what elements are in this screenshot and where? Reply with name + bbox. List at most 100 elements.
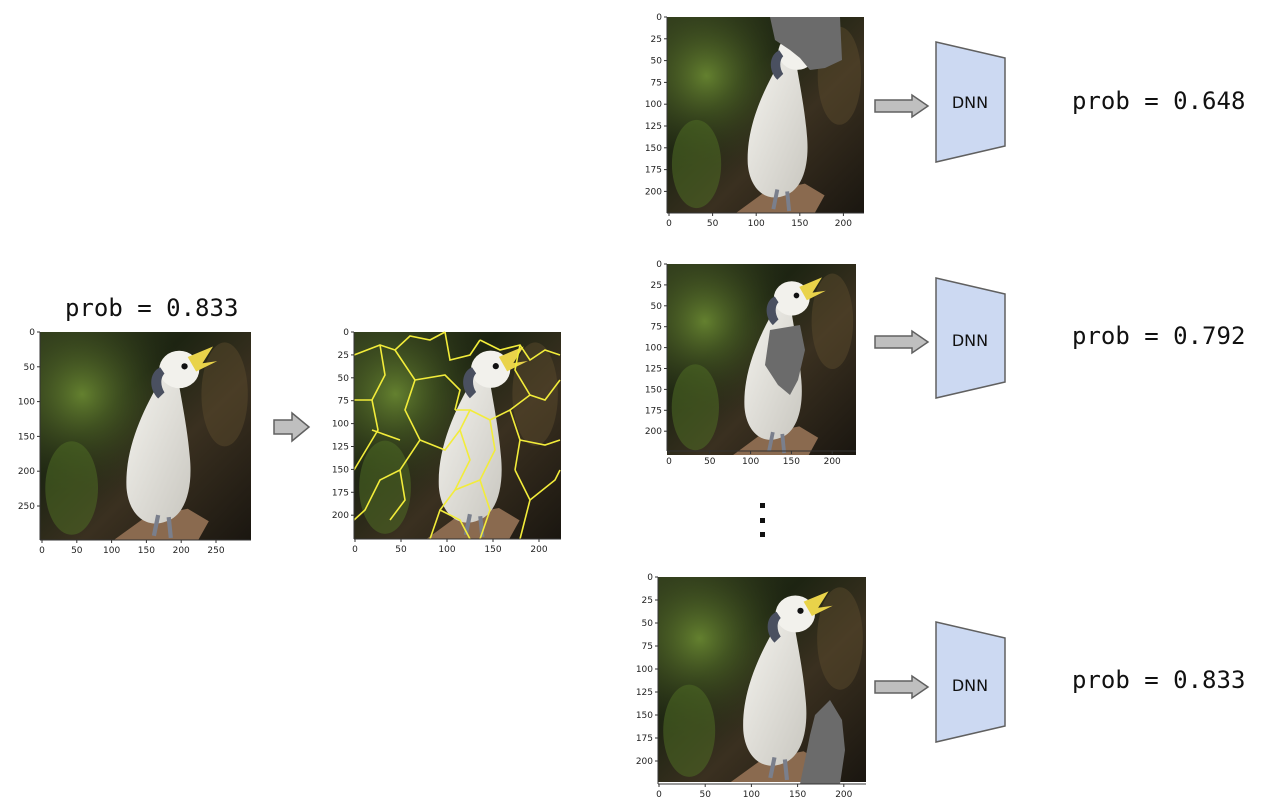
perturbed-3-x-tick-50: 50 (699, 790, 711, 800)
perturbed-2-x-tick-150: 150 (783, 457, 800, 467)
perturbed-3-x-tick-labels: 0 50 100 150 200 (656, 784, 853, 800)
masked-superpixel-1 (770, 17, 842, 70)
dnn-label-3: DNN (952, 676, 988, 695)
prob-label-1: prob = 0.648 (1072, 87, 1245, 115)
perturbed-1-y-tick-0: 0 (656, 13, 662, 23)
prob-label-2: prob = 0.792 (1072, 322, 1245, 350)
perturbed-2-x-tick-0: 0 (666, 457, 672, 467)
original-x-tick-50: 50 (71, 546, 83, 556)
perturbed-3-y-tick-100: 100 (636, 665, 653, 675)
original-axes: 0 50 100 150 200 250 0 50 100 150 200 250 (18, 328, 251, 556)
dnn-label-2: DNN (952, 331, 988, 350)
perturbed-1-y-tick-175: 175 (645, 166, 662, 176)
original-y-tick-50: 50 (24, 363, 36, 373)
original-y-tick-0: 0 (29, 328, 35, 338)
dnn-label-1: DNN (952, 93, 988, 112)
prob-label-3: prob = 0.833 (1072, 666, 1245, 694)
perturbed-3-y-tick-150: 150 (636, 711, 653, 721)
perturbed-1-y-tick-25: 25 (651, 35, 662, 45)
vertical-ellipsis (760, 503, 765, 537)
perturbed-3-y-tick-125: 125 (636, 688, 653, 698)
masked-superpixel-2 (765, 325, 805, 395)
perturbed-1-y-tick-100: 100 (645, 100, 662, 110)
perturbed-1-x-tick-100: 100 (748, 219, 765, 229)
perturbed-3-y-tick-75: 75 (642, 642, 653, 652)
segmented-y-tick-25: 25 (338, 351, 349, 361)
perturbed-1-y-tick-200: 200 (645, 187, 662, 197)
perturbed-3-y-tick-labels: 0 25 50 75 100 125 150 175 200 (636, 573, 658, 767)
original-x-tick-150: 150 (138, 546, 155, 556)
perturbed-3-y-tick-25: 25 (642, 596, 653, 606)
dnn-model-1: DNN (935, 41, 1006, 163)
perturbed-2-y-tick-200: 200 (645, 427, 662, 437)
segmented-y-tick-175: 175 (332, 488, 349, 498)
perturbed-3-x-tick-200: 200 (835, 790, 852, 800)
segmented-y-tick-125: 125 (332, 443, 349, 453)
perturbed-2-y-tick-150: 150 (645, 385, 662, 395)
dnn-model-3: DNN (935, 621, 1006, 743)
perturbed-1-x-tick-50: 50 (707, 219, 719, 229)
perturbed-3-x-tick-100: 100 (743, 790, 760, 800)
perturbed-3-y-tick-175: 175 (636, 734, 653, 744)
segmented-y-tick-50: 50 (338, 374, 350, 384)
original-prob-label: prob = 0.833 (65, 294, 238, 322)
original-panel: prob = 0.833 0 50 100 150 200 250 0 50 100 150 20… (18, 294, 251, 556)
original-x-tick-200: 200 (173, 546, 190, 556)
perturbed-2-x-tick-50: 50 (704, 457, 716, 467)
perturbed-1-y-tick-75: 75 (651, 78, 662, 88)
perturbed-2-x-tick-100: 100 (742, 457, 759, 467)
segmented-x-tick-200: 200 (530, 545, 547, 555)
perturbed-axes-3: 0 25 50 75 100 125 150 175 200 0 50 100 150 200 (636, 573, 866, 800)
segmented-x-tick-0: 0 (352, 545, 358, 555)
perturbed-3-y-tick-50: 50 (642, 619, 654, 629)
segmented-y-tick-0: 0 (343, 328, 349, 338)
perturbed-3-x-tick-0: 0 (656, 790, 662, 800)
arrow-to-dnn-3 (874, 674, 930, 700)
perturbed-1-x-tick-0: 0 (666, 219, 672, 229)
perturbed-2-y-tick-175: 175 (645, 406, 662, 416)
original-x-tick-0: 0 (39, 546, 45, 556)
perturbed-1-x-tick-150: 150 (791, 219, 808, 229)
original-image (40, 332, 251, 540)
original-y-tick-250: 250 (18, 502, 35, 512)
segmented-y-tick-150: 150 (332, 465, 349, 475)
masked-superpixel-3 (800, 700, 845, 784)
perturbed-2-y-tick-75: 75 (651, 323, 662, 333)
perturbed-1-x-tick-labels: 0 50 100 150 200 (666, 213, 852, 229)
perturbed-image-2 (665, 262, 858, 457)
arrow-to-dnn-1 (874, 93, 930, 119)
arrow-to-dnn-2 (874, 329, 930, 355)
original-y-tick-200: 200 (18, 467, 35, 477)
segmented-x-tick-100: 100 (438, 545, 455, 555)
perturbed-1-y-tick-125: 125 (645, 122, 662, 132)
perturbed-3-y-tick-0: 0 (647, 573, 653, 583)
original-x-tick-250: 250 (207, 546, 224, 556)
perturbed-3-y-tick-200: 200 (636, 757, 653, 767)
perturbed-2-y-tick-125: 125 (645, 365, 662, 375)
arrow-to-segmentation (273, 411, 311, 443)
segmented-y-tick-200: 200 (332, 511, 349, 521)
original-x-tick-100: 100 (103, 546, 120, 556)
segmented-x-tick-150: 150 (484, 545, 501, 555)
original-y-tick-100: 100 (18, 398, 35, 408)
segmented-x-tick-50: 50 (395, 545, 407, 555)
dnn-model-2: DNN (935, 277, 1006, 399)
perturbed-2-x-tick-labels: 0 50 100 150 200 (666, 451, 841, 467)
perturbed-2-y-tick-0: 0 (656, 260, 662, 270)
perturbed-2-y-tick-50: 50 (651, 302, 663, 312)
perturbed-3-x-tick-150: 150 (789, 790, 806, 800)
superpixel-boundaries (353, 331, 561, 540)
perturbed-2-y-tick-25: 25 (651, 281, 662, 291)
perturbed-1-x-tick-200: 200 (835, 219, 852, 229)
segmented-y-tick-75: 75 (338, 397, 349, 407)
perturbed-2-x-tick-200: 200 (824, 457, 841, 467)
perturbed-axes-1: 0 25 50 75 100 125 150 175 200 0 50 100 150 200 (645, 13, 864, 229)
original-y-tick-150: 150 (18, 432, 35, 442)
